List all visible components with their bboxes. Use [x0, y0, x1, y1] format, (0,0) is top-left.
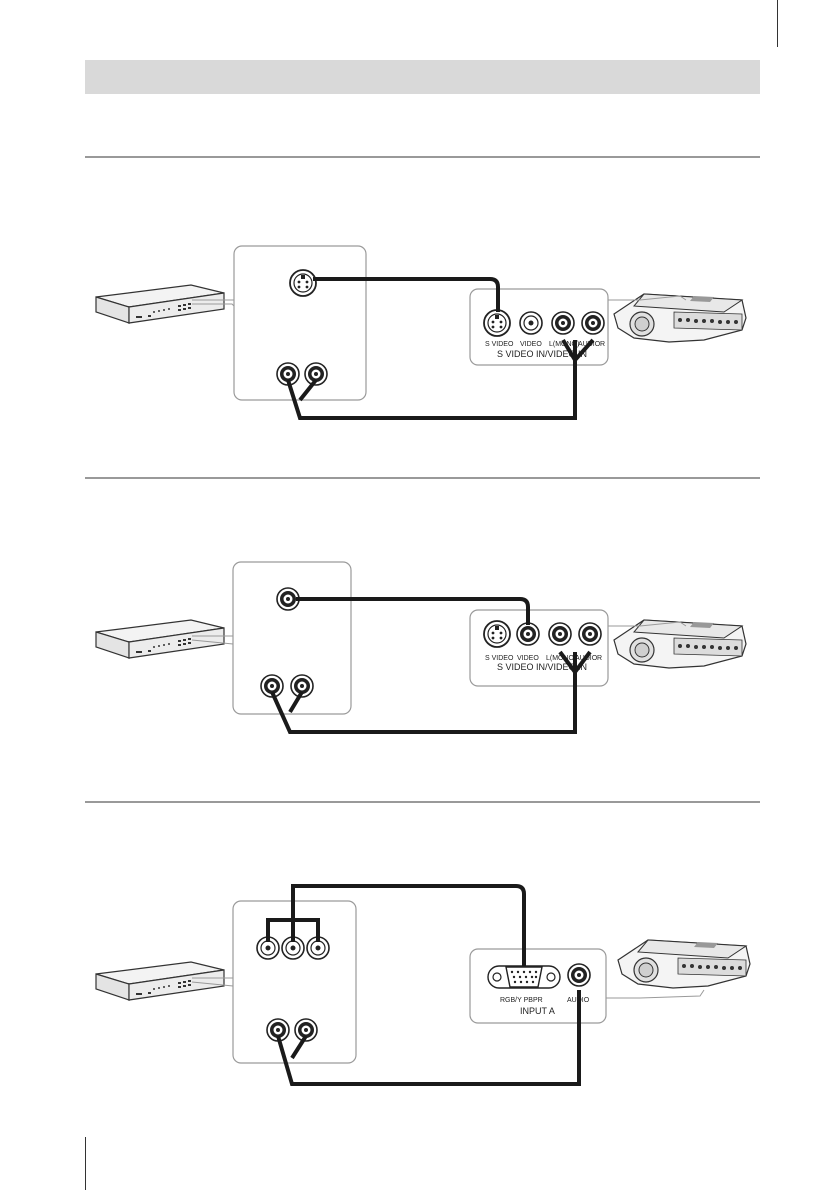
port-label-s-video: S VIDEO: [485, 341, 514, 348]
port-label-s-video: S VIDEO: [485, 655, 514, 662]
diagram-component: RGB/Y PBPR AUDIO INPUT A: [96, 886, 750, 1084]
port-label-video: VIDEO: [520, 341, 542, 348]
projector-audio-r-jack: [582, 312, 604, 334]
projector-audio-l-jack: [552, 312, 574, 334]
rgb-ypbpr-connector: [488, 966, 560, 988]
projector-video-jack: [520, 312, 542, 334]
projector: [614, 620, 746, 668]
projector: [614, 294, 746, 342]
projector-s-video-jack: [484, 310, 510, 336]
diagram-video: S VIDEO VIDEO L(MONO) AUDIO R S VIDEO IN…: [96, 562, 746, 732]
projector-s-video-jack: [484, 621, 510, 647]
source-video-jack: [277, 588, 299, 610]
source-output-panel: [234, 246, 366, 400]
projector-audio-jack: [568, 964, 590, 986]
port-label-rgb-ypbpr: RGB/Y PBPR: [500, 997, 543, 1004]
port-label-r: R: [597, 655, 602, 662]
diagram-s-video: S VIDEO VIDEO L(MONO) AUDIO R S VIDEO IN…: [96, 246, 746, 418]
projector-audio-l-jack: [549, 623, 571, 645]
port-group-label: INPUT A: [520, 1006, 555, 1016]
video-source-device: [96, 962, 224, 1000]
port-label-r: R: [600, 341, 605, 348]
port-label-video: VIDEO: [517, 655, 539, 662]
projector-video-jack: [517, 623, 539, 645]
source-s-video-jack: [290, 270, 316, 296]
video-source-device: [96, 620, 224, 658]
projector: [618, 940, 750, 988]
projector-input-panel: [470, 610, 608, 686]
projector-audio-r-jack: [579, 623, 601, 645]
